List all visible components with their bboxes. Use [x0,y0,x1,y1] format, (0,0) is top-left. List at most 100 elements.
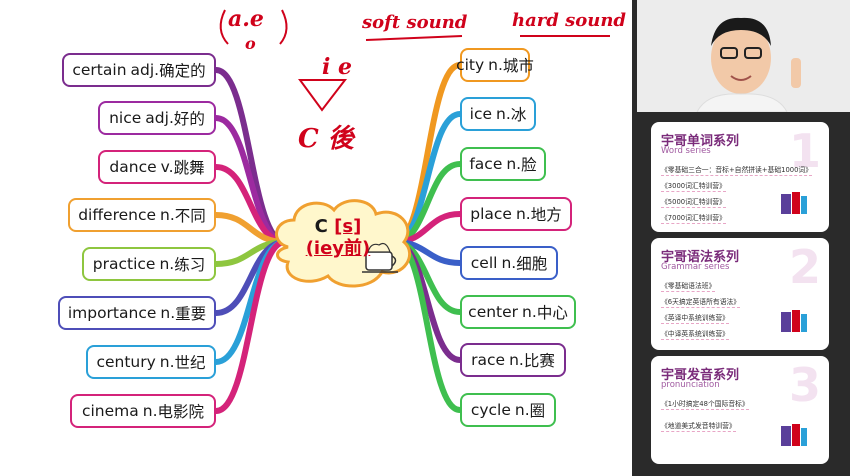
course-item: 《零基础语法班》 [661,282,716,292]
word-text: ice [469,105,493,123]
card-title: 宇哥发音系列 [661,368,740,383]
word-text: city [456,56,485,74]
card-number: 1 [788,124,821,178]
part-of-speech: n. [506,155,522,173]
part-of-speech: n. [515,205,531,223]
course-item: 《5000词汇特训营》 [661,198,726,208]
center-letter: C [314,216,328,237]
note-c: C 後 [298,124,354,154]
course-item: 《6天搞定英语所有语法》 [661,298,741,308]
word-text: center [468,303,519,321]
word-meaning: 脸 [521,156,537,174]
word-meaning: 重要 [175,305,207,323]
mindmap-canvas: C [s] (iey前) a.e o i e C 後 soft sound ha… [0,0,632,476]
part-of-speech: n. [159,255,175,273]
course-item: 《中译英系统训练营》 [661,330,729,340]
center-condition: (iey前) [305,238,371,259]
word-meaning: 比赛 [523,352,555,370]
course-item: 《3000词汇特训营》 [661,182,726,192]
center-sound: [s] [334,216,362,237]
part-of-speech: n. [514,401,530,419]
word-meaning: 好的 [173,110,205,128]
word-text: cell [470,254,498,272]
word-meaning: 冰 [510,106,527,124]
bracket-right [279,9,288,45]
note-ae: a.e [228,6,264,32]
webcam-view [637,0,850,112]
course-item: 《零基础三合一：音标+自然拼读+基础1000词》 [661,166,813,176]
word-text: race [471,351,506,369]
course-item: 《1小时搞定48个国际音标》 [661,400,749,410]
note-o: o [245,34,256,53]
part-of-speech: n. [509,351,524,369]
part-of-speech: adj. [130,61,160,79]
card-title: 宇哥单词系列 [661,134,740,149]
word-meaning: 不同 [174,207,206,225]
part-of-speech: v. [160,158,174,176]
word-meaning: 电影院 [157,403,205,421]
word-text: dance [109,158,157,176]
note-ie: i e [322,54,353,80]
books-icon [781,192,807,214]
word-text: certain [72,61,127,79]
left-branch [213,239,288,414]
center-rule: C [s] (iey前) [298,216,378,260]
course-item: 《7000词汇特训营》 [661,214,726,224]
part-of-speech: n. [159,353,175,371]
bracket-left [219,9,229,45]
card-subtitle: pronunciation [661,380,720,390]
word-meaning: 世纪 [174,354,206,372]
word-text: face [469,155,503,173]
card-subtitle: Grammar series [661,262,730,272]
card-number: 2 [788,240,821,294]
word-text: difference [78,206,157,224]
word-meaning: 跳舞 [173,159,205,177]
word-text: cinema [81,402,139,420]
card-title: 宇哥语法系列 [661,250,740,265]
word-text: century [96,353,156,371]
books-icon [781,424,807,446]
note-soft-sound: soft sound [362,12,468,33]
books-icon [781,310,807,332]
word-meaning: 城市 [502,57,534,75]
word-text: nice [109,109,142,127]
word-meaning: 练习 [174,256,206,274]
soft-underline [365,35,463,41]
word-text: importance [67,304,157,322]
note-hard-sound: hard sound [512,10,626,31]
part-of-speech: n. [501,254,517,272]
word-text: practice [92,255,156,273]
part-of-speech: adj. [145,109,174,127]
word-meaning: 圈 [529,402,546,420]
word-text: place [470,205,512,223]
word-meaning: 细胞 [516,255,548,273]
part-of-speech: n. [160,206,175,224]
part-of-speech: n. [160,304,176,322]
funnel-sketch [298,79,348,112]
part-of-speech: n. [522,303,537,321]
presenter-figure [637,0,850,112]
word-meaning: 中心 [536,304,568,322]
course-item: 《地道美式发音特训营》 [661,422,736,432]
word-meaning: 地方 [530,206,562,224]
word-text: cycle [470,401,511,419]
card-number: 3 [788,358,821,412]
